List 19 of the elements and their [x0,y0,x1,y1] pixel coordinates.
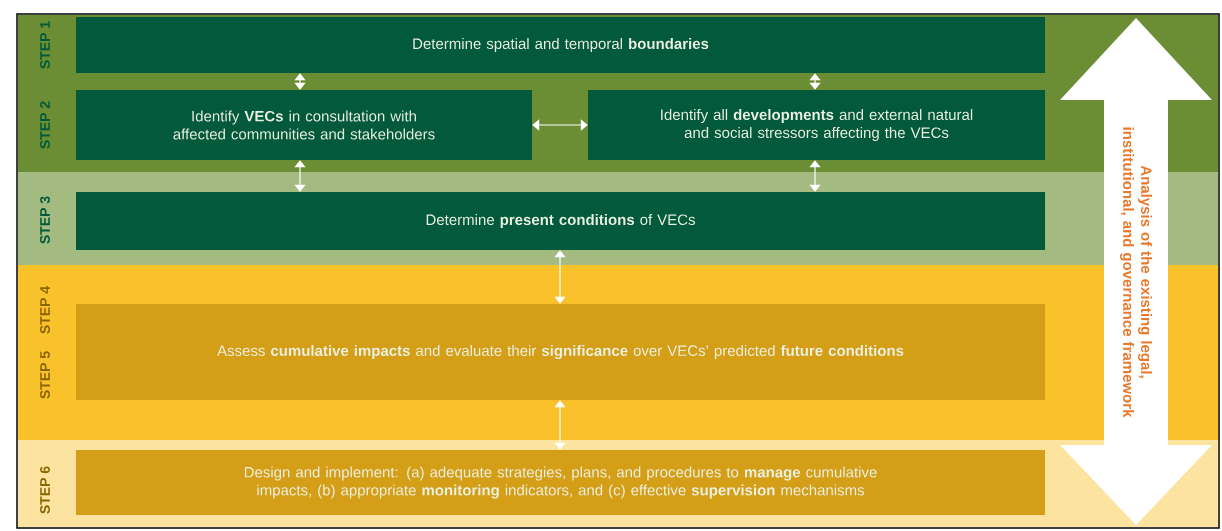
double-arrow [809,73,821,90]
step-label: STEP 3 [40,196,50,244]
step-label: STEP 6 [40,466,50,514]
step-label: STEP 1 [40,21,50,69]
step-label: STEP 2 [40,101,50,149]
step-box: Determine spatial and temporal boundaries [76,17,1045,73]
double-arrow [532,119,588,131]
step-label: STEP 4 [40,285,50,334]
double-arrow [554,250,566,304]
step-box: Design and implement: (a) adequate strategies, plans, and procedures to manage cumulative impacts, (b) appropriate monitoring indicators, and (c) effective supervision mechanisms [76,450,1045,515]
double-arrow [294,160,306,192]
double-arrow [809,160,821,192]
step-box: Identify all developments and external natural and social stressors affecting the VECs [588,90,1045,160]
step-label: STEP 5 [40,351,50,399]
double-arrow [554,400,566,450]
step-box: Determine present conditions of VECs [76,192,1045,250]
step-box: Identify VECs in consultation with affected communities and stakeholders [76,90,532,160]
step-box: Assess cumulative impacts and evaluate their significance over VECs’ predicted future conditions [76,304,1045,400]
double-arrow [294,73,306,90]
